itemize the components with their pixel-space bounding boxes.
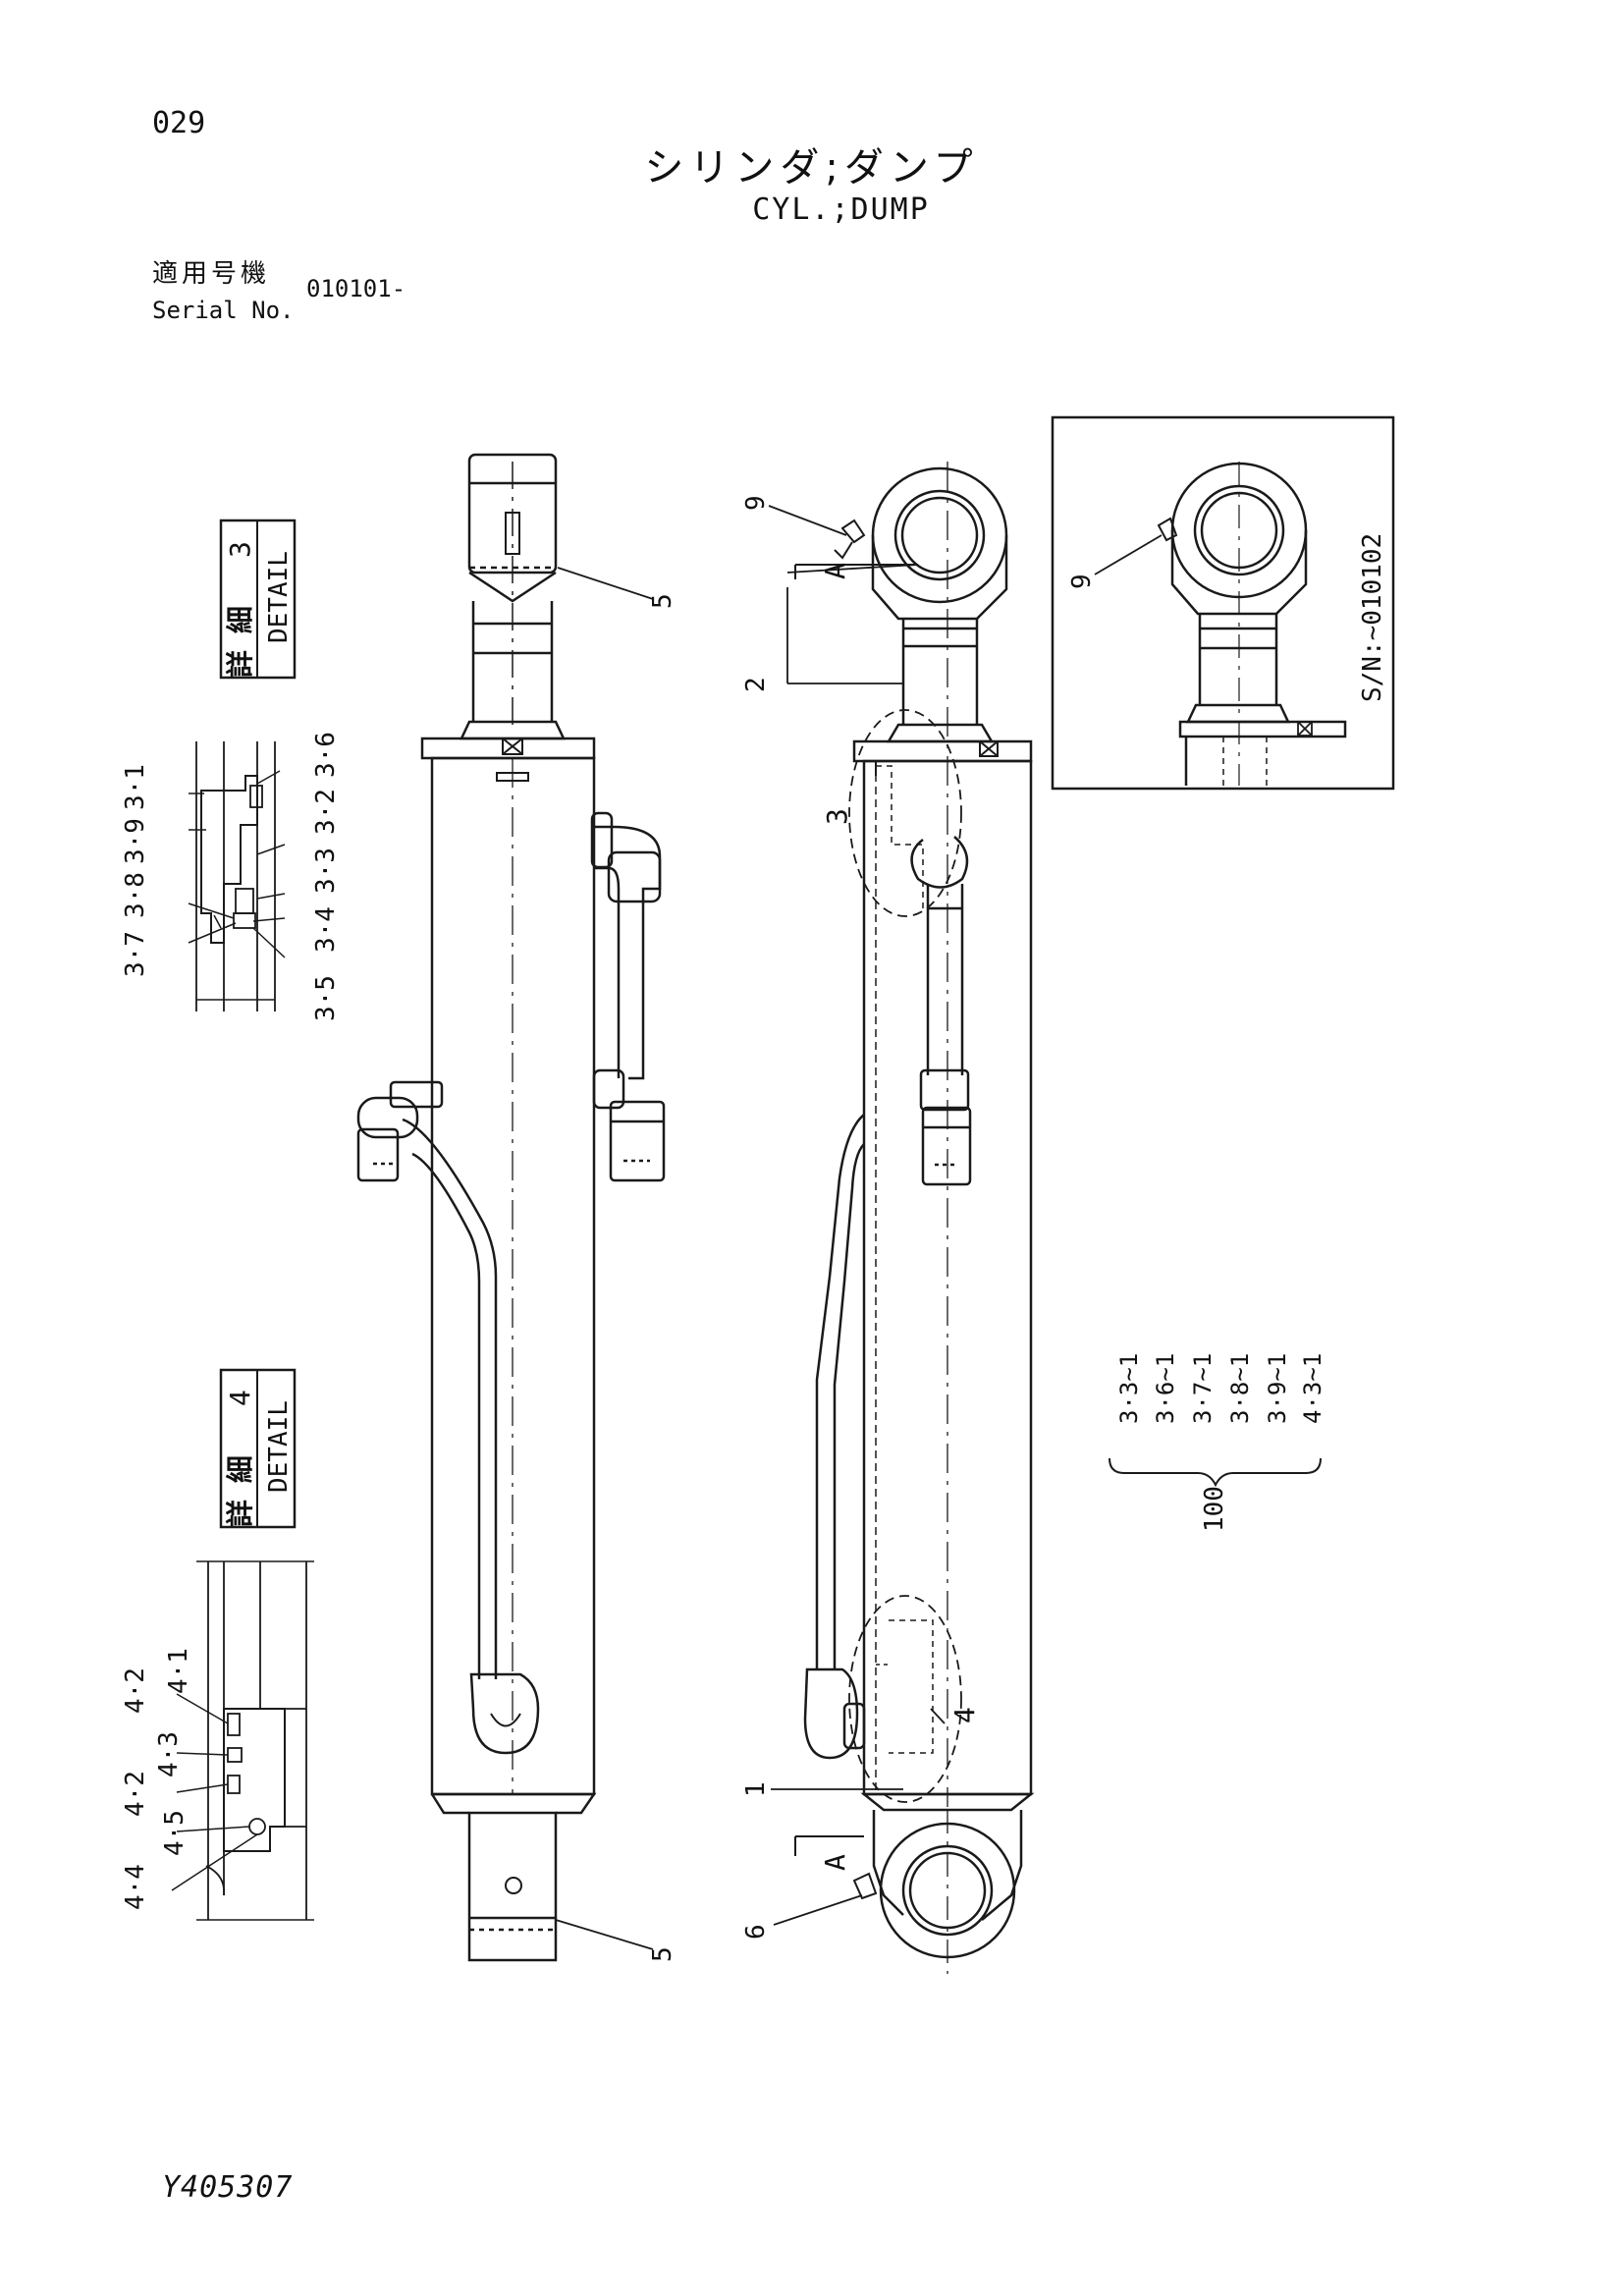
callout-3-6: 3·6 — [311, 732, 341, 778]
detail-3-leaders — [188, 770, 286, 958]
rod-eye-top — [871, 466, 1008, 604]
callout-3-5: 3·5 — [311, 975, 341, 1021]
callout-1: 1 — [741, 1781, 771, 1797]
callout-4: 4 — [948, 1707, 981, 1723]
callout-a-top: A — [819, 563, 851, 579]
left-cylinder — [356, 453, 666, 1962]
callout-3-2: 3·2 — [311, 789, 341, 835]
callout-3-8: 3·8 — [121, 872, 150, 918]
detail3-label-jp: 詳 細 — [224, 606, 256, 678]
right-cylinder — [803, 462, 1035, 1974]
callout-4-2-b: 4·2 — [121, 1771, 150, 1817]
callout-3-7: 3·7 — [121, 931, 150, 977]
serial-value: 010101- — [306, 275, 406, 302]
kit-brace — [1109, 1457, 1322, 1488]
callout-3-3: 3·3 — [311, 847, 341, 894]
section-a-markers — [794, 564, 918, 1856]
kit-item-1: 3·3~1 — [1115, 1353, 1143, 1424]
detail4-label-jp: 詳 細 — [224, 1455, 256, 1527]
detail3-number: 3 — [224, 541, 256, 558]
callout-4-2-a: 4·2 — [121, 1667, 150, 1714]
detail-3-view — [195, 519, 297, 1011]
callout-3-4: 3·4 — [311, 906, 341, 953]
callout-a-bottom: A — [819, 1854, 851, 1871]
callout-5-top: 5 — [648, 593, 677, 609]
detail4-label-en: DETAIL — [264, 1400, 294, 1493]
callout-4-3: 4·3 — [154, 1731, 184, 1777]
callout-9: 9 — [741, 495, 771, 511]
detail-4-circle — [848, 1595, 962, 1803]
title-english: CYL.;DUMP — [752, 192, 930, 227]
callout-5-bottom: 5 — [648, 1946, 677, 1962]
title-japanese: シリンダ;ダンプ — [644, 145, 979, 191]
serial-inset — [1051, 415, 1395, 791]
drawing-id: Y405307 — [162, 2170, 294, 2205]
callout-9-inset: 9 — [1067, 574, 1097, 589]
callout-4-4: 4·4 — [121, 1864, 150, 1910]
leader-lines — [555, 505, 946, 1950]
page-number: 029 — [152, 106, 206, 140]
detail-4-view — [171, 1368, 314, 1921]
inset-frame — [1051, 415, 1395, 791]
serial-label-english: Serial No. — [152, 297, 295, 324]
kit-item-5: 3·9~1 — [1264, 1353, 1291, 1424]
serial-label-japanese: 適用号機 — [152, 259, 271, 289]
rotated-labels: 詳 細 DETAIL 3 詳 細 DETAIL 4 3·1 3·9 3·8 3·… — [121, 495, 1387, 1962]
kit-item-4: 3·8~1 — [1226, 1353, 1254, 1424]
kit-number: 100 — [1200, 1486, 1229, 1532]
kit-item-6: 4·3~1 — [1299, 1353, 1326, 1424]
kit-item-3: 3·7~1 — [1189, 1353, 1217, 1424]
detail4-number: 4 — [224, 1390, 256, 1406]
detail3-label-en: DETAIL — [264, 551, 294, 643]
callout-4-1: 4·1 — [164, 1648, 193, 1694]
callout-3: 3 — [821, 808, 853, 825]
inset-serial-range: S/N:~010102 — [1358, 533, 1387, 702]
callout-2: 2 — [741, 677, 771, 692]
callout-3-1: 3·1 — [121, 764, 150, 810]
detail-3-circle — [848, 709, 962, 917]
kit-item-2: 3·6~1 — [1152, 1353, 1179, 1424]
callout-4-5: 4·5 — [160, 1810, 189, 1856]
callout-6: 6 — [741, 1924, 771, 1940]
callout-3-9: 3·9 — [121, 818, 150, 864]
